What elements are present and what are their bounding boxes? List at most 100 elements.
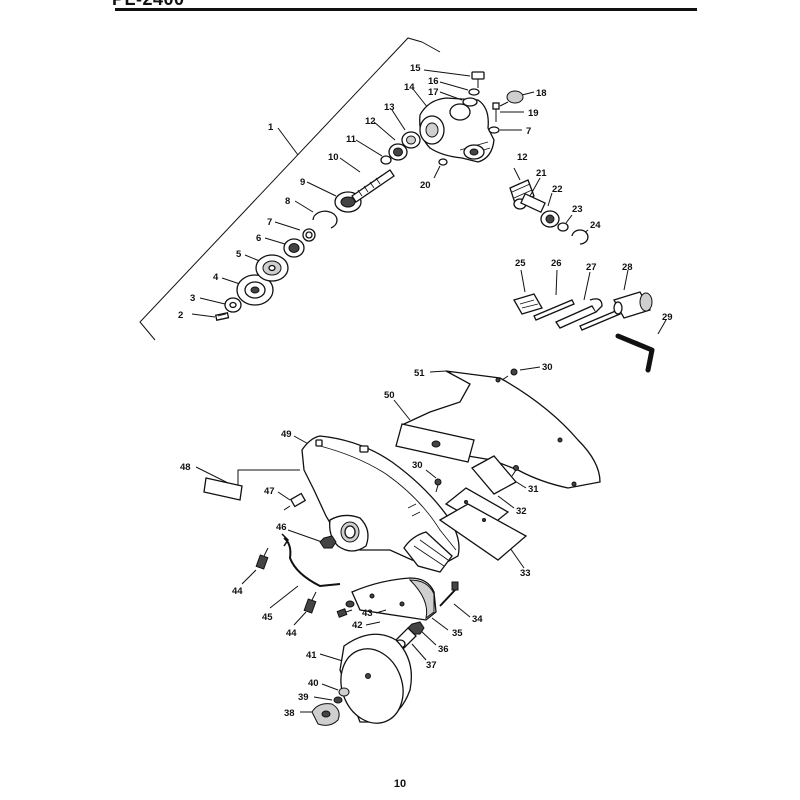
- callout-30b: 30: [412, 460, 423, 471]
- part-2-bolt: [214, 312, 230, 321]
- callout-49: 49: [281, 429, 292, 440]
- callout-1: 1: [268, 122, 274, 133]
- part-15-bolt: [471, 71, 485, 88]
- callout-43: 43: [362, 608, 373, 619]
- leader-23: [565, 214, 573, 224]
- assembly-bracket-end: [421, 41, 441, 53]
- callout-46: 46: [276, 522, 287, 533]
- part-16-washer: [468, 88, 480, 96]
- part-48-label-plate: [203, 477, 243, 501]
- callout-18: 18: [536, 88, 547, 99]
- leader-10: [339, 157, 361, 173]
- leader-43: [375, 609, 387, 614]
- part-30-screw: [501, 368, 518, 381]
- part-40-washer: [338, 687, 350, 697]
- leader-32: [497, 495, 515, 509]
- part-29-hex-key: [615, 333, 655, 373]
- part-21-shaft: [520, 192, 546, 214]
- callout-12a: 12: [365, 116, 376, 127]
- callout-39: 39: [298, 692, 309, 703]
- callout-38: 38: [284, 708, 295, 719]
- callout-4: 4: [213, 272, 219, 283]
- callout-25: 25: [515, 258, 526, 269]
- leader-12b: [513, 167, 521, 181]
- part-7-washer: [488, 126, 500, 134]
- tool-kit: [513, 269, 667, 373]
- guard-bracket: [403, 531, 453, 573]
- callout-50: 50: [384, 390, 395, 401]
- part-33-shield: [438, 503, 528, 561]
- part-23-ring: [557, 222, 569, 232]
- leader-13: [391, 109, 406, 131]
- callout-10: 10: [328, 152, 339, 163]
- leader-17: [439, 91, 463, 101]
- callout-34: 34: [472, 614, 483, 625]
- part-5-inner-flange: [255, 254, 289, 282]
- callout-15: 15: [410, 63, 421, 74]
- page-number: 10: [393, 778, 407, 790]
- leader-27: [583, 271, 591, 301]
- callout-11: 11: [346, 134, 357, 145]
- part-41-drum-cover: [339, 633, 413, 724]
- leader-48: [195, 466, 300, 489]
- part-8-snap-ring: [312, 210, 338, 229]
- callout-35: 35: [452, 628, 463, 639]
- part-43-washer: [345, 600, 355, 608]
- leader-7a: [274, 221, 301, 231]
- callout-32: 32: [516, 506, 527, 517]
- callout-51: 51: [414, 368, 425, 379]
- callout-22: 22: [552, 184, 563, 195]
- leader-15: [423, 69, 471, 77]
- leader-14: [412, 88, 429, 109]
- leader-39: [313, 696, 333, 701]
- callout-44a: 44: [232, 586, 243, 597]
- leader-50: [393, 399, 411, 421]
- part-44-stud-right: [303, 591, 317, 614]
- callout-7b: 7: [526, 126, 531, 137]
- leader-9: [306, 181, 337, 197]
- leader-22: [547, 192, 553, 207]
- part-46-nut: [319, 535, 337, 549]
- leader-33: [509, 547, 525, 569]
- part-44-stud-left: [255, 547, 269, 570]
- callout-41: 41: [306, 650, 317, 661]
- callout-19: 19: [528, 108, 539, 119]
- part-17-washer: [462, 97, 478, 107]
- callout-7a: 7: [267, 217, 272, 228]
- leader-45: [269, 585, 299, 609]
- part-18-knob: [499, 90, 524, 107]
- leader-40: [321, 683, 339, 691]
- part-10-spindle: [351, 169, 395, 203]
- callout-8: 8: [285, 196, 290, 207]
- callout-30a: 30: [542, 362, 553, 373]
- callout-5: 5: [236, 249, 242, 260]
- leader-29: [657, 319, 667, 335]
- part-30-screw-lower: [434, 478, 442, 493]
- callout-labels: 1 2 3 4 5 6 7 7 8 9 10 11 12 12 13 14 15…: [178, 63, 673, 719]
- callout-29: 29: [662, 312, 673, 323]
- leader-34: [453, 603, 471, 618]
- leader-2: [191, 313, 216, 318]
- leader-4: [221, 277, 241, 285]
- leader-20: [433, 165, 441, 179]
- leader-35: [431, 617, 449, 631]
- callout-2: 2: [178, 310, 183, 321]
- part-25-tool-bag: [513, 293, 543, 315]
- part-26-screwdriver: [533, 299, 575, 321]
- callout-9: 9: [300, 177, 305, 188]
- guard-assembly: [195, 366, 601, 726]
- callout-17: 17: [428, 87, 439, 98]
- callout-37: 37: [426, 660, 437, 671]
- part-34-bolt: [439, 581, 459, 607]
- callout-13: 13: [384, 102, 395, 113]
- leader-26: [555, 269, 558, 296]
- leader-16: [439, 81, 469, 91]
- leader-25: [520, 269, 526, 293]
- callout-27: 27: [586, 262, 597, 273]
- part-6-bearing: [283, 238, 305, 258]
- callout-21: 21: [536, 168, 547, 179]
- callout-3: 3: [190, 293, 195, 304]
- header-rule: [115, 8, 697, 11]
- leader-44a: [241, 569, 257, 585]
